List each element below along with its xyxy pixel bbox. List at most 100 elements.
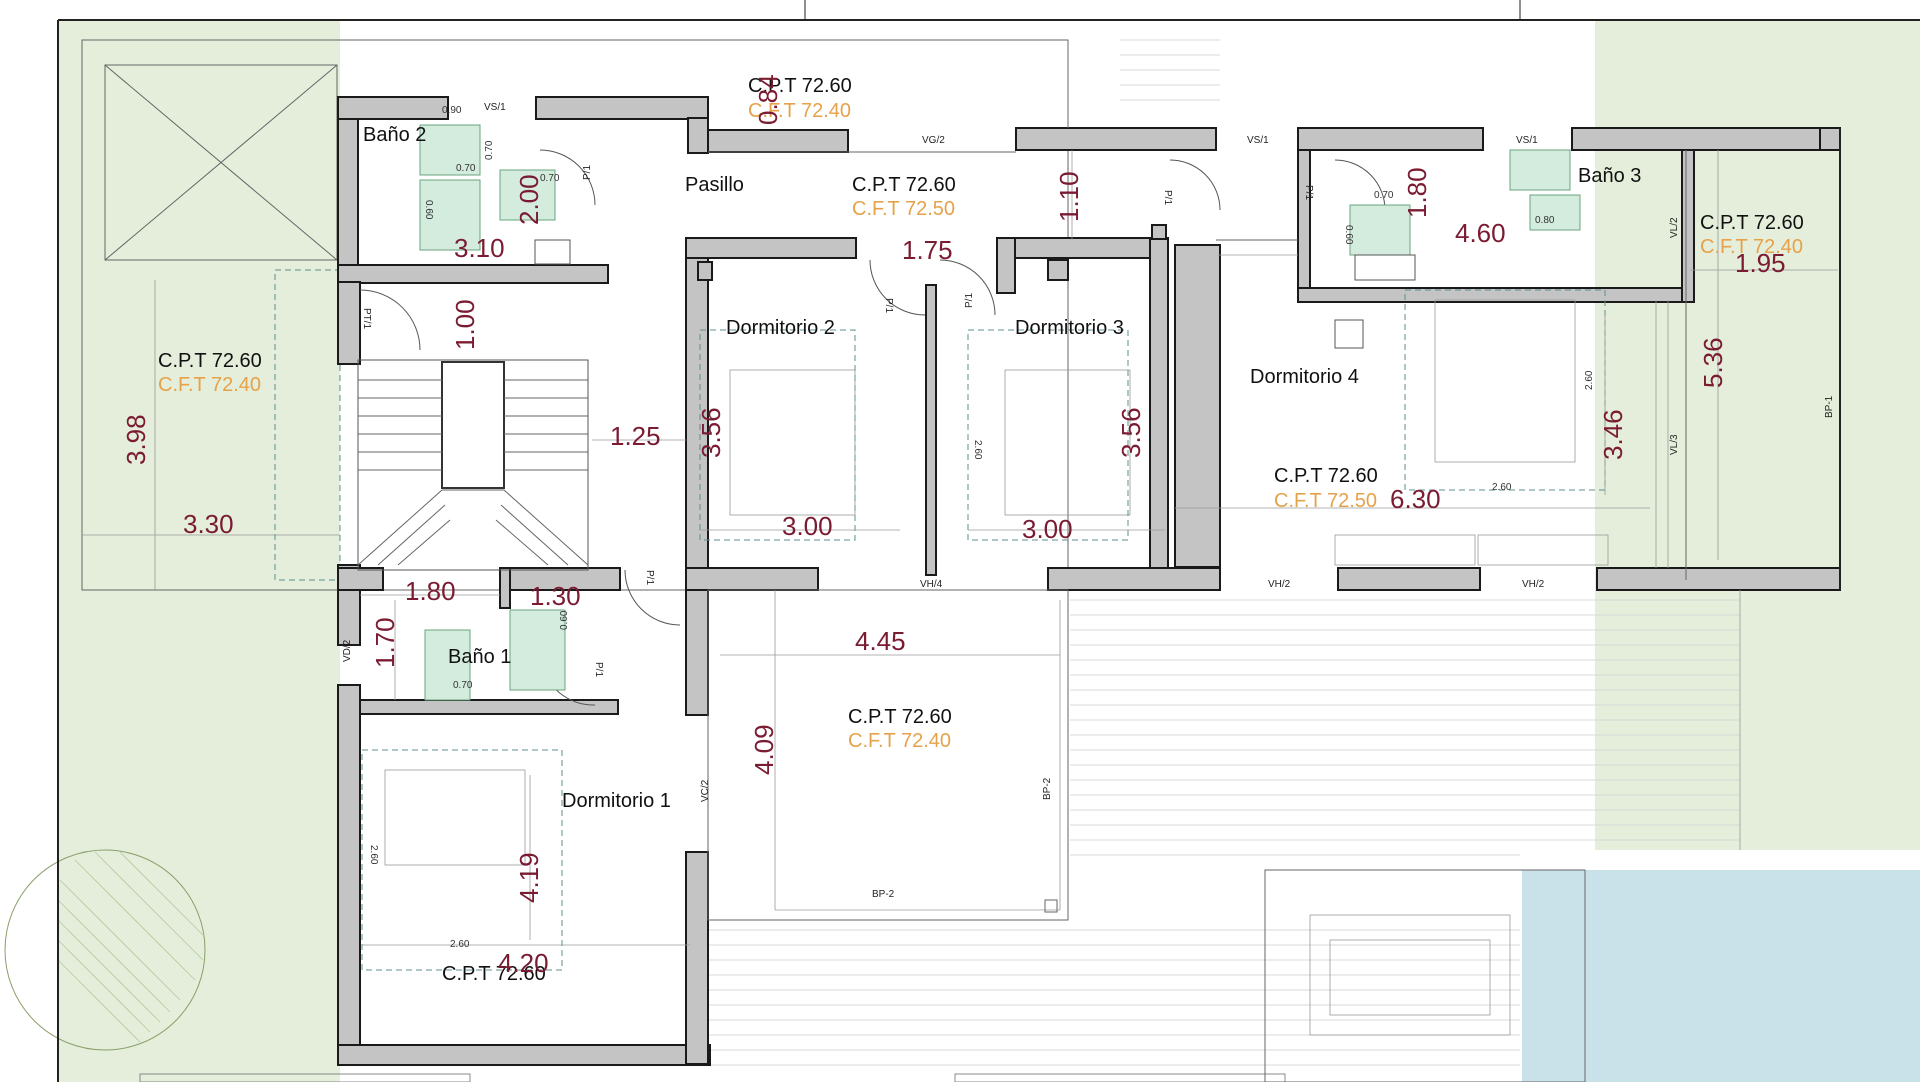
dim-409: 4.09	[749, 724, 779, 775]
terrace-right-outline	[1264, 869, 1586, 1082]
level-top-cft: C.F.T 72.40	[748, 100, 851, 122]
dim-200: 2.00	[514, 174, 544, 225]
dim-300a: 3.00	[782, 511, 833, 541]
tag-bp2-bottom: BP-2	[872, 889, 895, 900]
tag-bp1: BP-1	[1824, 395, 1835, 418]
small-070-bano2-a: 0.70	[456, 163, 476, 174]
bathroom-fixtures	[419, 124, 1581, 701]
room-label-dorm2: Dormitorio 2	[726, 317, 835, 339]
dim-445: 4.45	[855, 626, 906, 656]
tag-p1-stair: P/1	[644, 570, 655, 585]
dim-300b: 3.00	[1022, 514, 1073, 544]
room-label-dorm4: Dormitorio 4	[1250, 366, 1359, 388]
level-dorm4-cpt: C.P.T 72.60	[1274, 465, 1378, 487]
dim-460: 4.60	[1455, 218, 1506, 248]
dim-100: 1.00	[450, 299, 480, 350]
small-070-bano3: 0.70	[1374, 190, 1394, 201]
small-080-bano3: 0.80	[1535, 215, 1555, 226]
small-260-dorm4-h: 2.60	[1492, 482, 1512, 493]
tag-p1-pasillo: P/1	[1162, 190, 1173, 205]
dim-536: 5.36	[1698, 337, 1728, 388]
terrace-drain	[1044, 899, 1058, 913]
small-070-bano2-b: 0.70	[484, 140, 495, 160]
walls	[337, 96, 1841, 1066]
dimension-lines	[82, 150, 1838, 946]
dim-180b: 1.80	[405, 576, 456, 606]
level-left-cpt: C.P.T 72.60	[158, 350, 262, 372]
room-label-bano1: Baño 1	[448, 646, 511, 668]
dim-356a: 3.56	[696, 407, 726, 458]
dim-110: 1.10	[1054, 171, 1084, 222]
tag-p1-bano1: P/1	[593, 662, 604, 677]
skylight-cross-2	[104, 64, 338, 261]
tag-pt1: PT/1	[361, 308, 372, 330]
dim-419: 4.19	[514, 852, 544, 903]
dim-346: 3.46	[1598, 409, 1628, 460]
dim-175: 1.75	[902, 235, 953, 265]
tag-bp2-side: BP-2	[1042, 777, 1053, 800]
level-dorm4-cft: C.F.T 72.50	[1274, 490, 1377, 512]
tag-vh2-a: VH/2	[1268, 579, 1291, 590]
level-pasillo-cft: C.F.T 72.50	[852, 198, 955, 220]
tag-vh2-b: VH/2	[1522, 579, 1545, 590]
dim-330: 3.30	[183, 509, 234, 539]
small-070-bano1: 0.70	[453, 680, 473, 691]
tag-vh4: VH/4	[920, 579, 943, 590]
dim-180: 1.80	[1402, 167, 1432, 218]
room-label-dorm1: Dormitorio 1	[562, 790, 671, 812]
bottom-label-box-1	[139, 1073, 471, 1082]
small-260-dorm1-h: 2.60	[450, 939, 470, 950]
garden-right	[1595, 20, 1920, 850]
tag-p1-bano3: P/1	[1303, 185, 1314, 200]
tree-circle	[4, 849, 206, 1051]
level-terrace-cpt: C.P.T 72.60	[848, 706, 952, 728]
small-060-bano1: 0.60	[559, 610, 570, 630]
level-right-cft: C.F.T 72.40	[1700, 236, 1803, 258]
small-260-dorm1-v: 2.60	[368, 845, 379, 865]
dim-420: 4.20	[498, 948, 549, 978]
tag-vl3: VL/3	[1669, 434, 1680, 455]
level-top-cpt: C.P.T 72.60	[748, 75, 852, 97]
room-label-bano2: Baño 2	[363, 124, 426, 146]
terrace-bottom-outline	[707, 589, 1069, 921]
garden-left	[58, 20, 340, 1082]
dim-398: 3.98	[121, 414, 151, 465]
tag-vs1-bano3: VS/1	[1516, 135, 1538, 146]
dim-170: 1.70	[370, 617, 400, 668]
steps-inner	[1329, 939, 1491, 1016]
tag-vg2: VG/2	[922, 135, 945, 146]
small-260-dorm3: 2.60	[972, 440, 983, 460]
room-label-bano3: Baño 3	[1578, 165, 1641, 187]
dim-130: 1.30	[530, 581, 581, 611]
beds	[384, 299, 1609, 866]
room-label-pasillo: Pasillo	[685, 174, 744, 196]
tag-vd2: VD/2	[342, 639, 353, 662]
small-260-dorm4-v: 2.60	[1584, 370, 1595, 390]
dim-310: 3.10	[454, 233, 505, 263]
small-090-bano2: 0.90	[442, 105, 462, 116]
left-terrace-dashed	[274, 269, 341, 581]
dim-084: 0.84	[753, 74, 783, 125]
dim-195: 1.95	[1735, 248, 1786, 278]
dim-356b: 3.56	[1116, 407, 1146, 458]
level-left-cft: C.F.T 72.40	[158, 374, 261, 396]
pool	[1522, 870, 1920, 1082]
small-070-bano2-c: 0.70	[540, 173, 560, 184]
tag-vs1-mid: VS/1	[1247, 135, 1269, 146]
tag-p1-dorm3: P/1	[964, 293, 975, 308]
dim-125: 1.25	[610, 421, 661, 451]
level-pasillo-cpt: C.P.T 72.60	[852, 174, 956, 196]
staircase	[357, 359, 589, 571]
tag-p1-bano2: P/1	[582, 165, 593, 180]
steps-outline	[1309, 914, 1511, 1036]
tag-vs1-bano2: VS/1	[484, 102, 506, 113]
small-060-bano3: 0.60	[1343, 225, 1354, 245]
tag-vl2: VL/2	[1669, 217, 1680, 238]
level-right-cpt: C.P.T 72.60	[1700, 212, 1804, 234]
bottom-label-box-2	[954, 1073, 1286, 1082]
small-060-bano2: 0.60	[423, 200, 434, 220]
tag-p1-dorm2: P/1	[883, 298, 894, 313]
room-label-dorm3: Dormitorio 3	[1015, 317, 1124, 339]
level-dorm1-cpt: C.P.T 72.60	[442, 963, 546, 985]
